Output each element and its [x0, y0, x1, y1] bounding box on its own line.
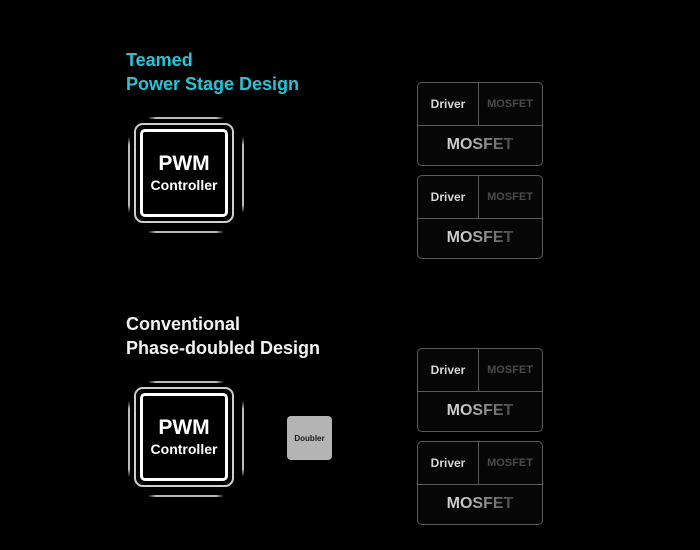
chip-label-controller: Controller [150, 176, 218, 193]
conventional-power-stage-1: Driver MOSFET MOSFET [417, 348, 543, 432]
chip-pins-right [242, 401, 244, 477]
mosfet-big-label: MOSFET [418, 391, 542, 431]
mosfet-small-label: MOSFET [487, 457, 533, 469]
stage-top-row [418, 349, 542, 392]
mosfet-big-label: MOSFET [418, 125, 542, 165]
teamed-title-line2: Power Stage Design [126, 74, 300, 94]
stage-top-row [418, 176, 542, 219]
conventional-title-line2: Phase-doubled Design [126, 338, 321, 358]
driver-label: Driver [418, 83, 479, 125]
chip-pins-bottom [148, 495, 224, 497]
driver-label: Driver [418, 349, 479, 391]
chip-outer-frame [134, 123, 234, 223]
conventional-heading: Conventional Phase-doubled Design [126, 312, 320, 360]
conventional-pwm-controller-chip: PWM Controller [128, 381, 244, 497]
chip-label-pwm: PWM [158, 415, 210, 439]
stage-top-row [418, 83, 542, 126]
chip-pins-bottom [148, 231, 224, 233]
teamed-heading: Teamed Power Stage Design [126, 48, 299, 96]
driver-label: Driver [418, 442, 479, 484]
mosfet-big-label: MOSFET [418, 218, 542, 258]
mosfet-big-label: MOSFET [418, 484, 542, 524]
chip-inner-frame: PWM Controller [140, 393, 228, 481]
chip-inner-frame: PWM Controller [140, 129, 228, 217]
teamed-power-stage-2: Driver MOSFET MOSFET [417, 175, 543, 259]
doubler-chip: Doubler [287, 416, 332, 460]
conventional-power-stage-2: Driver MOSFET MOSFET [417, 441, 543, 525]
mosfet-small-label: MOSFET [487, 98, 533, 110]
teamed-pwm-controller-chip: PWM Controller [128, 117, 244, 233]
chip-pins-left [128, 401, 130, 477]
chip-label-controller: Controller [150, 440, 218, 457]
teamed-title-line1: Teamed [126, 50, 193, 70]
chip-label-pwm: PWM [158, 151, 210, 175]
chip-outer-frame [134, 387, 234, 487]
chip-pins-top [148, 117, 224, 119]
mosfet-small-label: MOSFET [487, 191, 533, 203]
teamed-power-stage-1: Driver MOSFET MOSFET [417, 82, 543, 166]
chip-pins-left [128, 137, 130, 213]
mosfet-small-label: MOSFET [487, 364, 533, 376]
conventional-title-line1: Conventional [126, 314, 241, 334]
chip-pins-right [242, 137, 244, 213]
stage-top-row [418, 442, 542, 485]
chip-pins-top [148, 381, 224, 383]
driver-label: Driver [418, 176, 479, 218]
